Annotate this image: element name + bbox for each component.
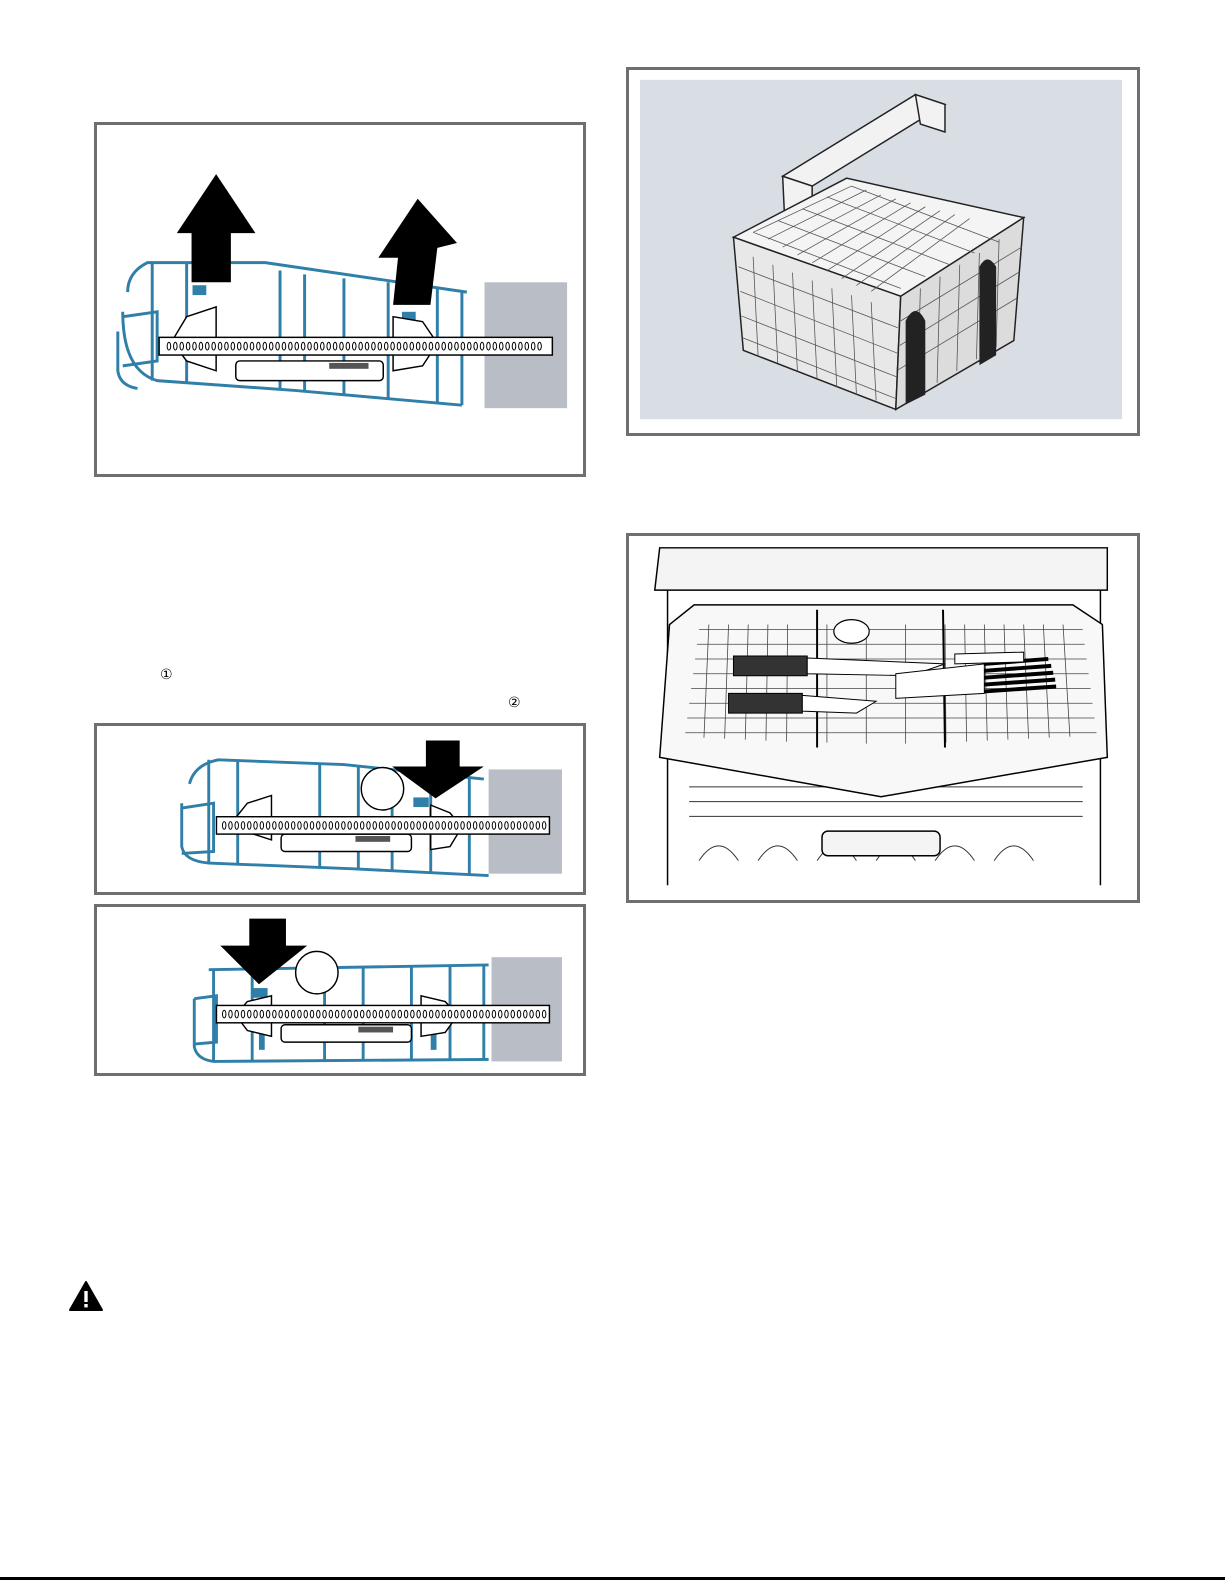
basket-opening [906,311,926,404]
rack-lower-step-2-drawing [97,907,583,1073]
step-marker-1: ① [160,667,173,683]
lift-arrow-left [177,174,256,282]
rack-clip-right [413,797,428,807]
cutlery-drawer-drawing [629,536,1137,900]
drawer-tray [660,605,1108,797]
step-marker-2: ② [508,695,521,711]
door-top-panel [655,548,1108,590]
figure-cutlery-basket [626,67,1140,436]
figure-rack-lift [94,122,586,477]
step-circle [361,768,403,810]
rack-handle [822,831,940,856]
rack-lift-drawing [97,125,583,474]
figure-rack-lower-step-2 [94,904,586,1076]
perforated-rail [216,817,549,834]
perforated-rail [216,1005,549,1022]
push-arrow [220,919,307,985]
figure-rack-lower-step-1 [94,723,586,895]
step-circle [296,951,338,993]
rack-clip-left [193,285,207,295]
spoon [834,620,869,644]
warning-icon [68,1280,104,1312]
rack-clip-left [252,988,267,998]
page-bottom-rule [0,1577,1225,1580]
figure-cutlery-drawer [626,533,1140,903]
cutlery-basket-drawing [629,70,1137,433]
rack-lower-step-1-drawing [97,726,583,892]
perforated-rail [159,337,552,355]
